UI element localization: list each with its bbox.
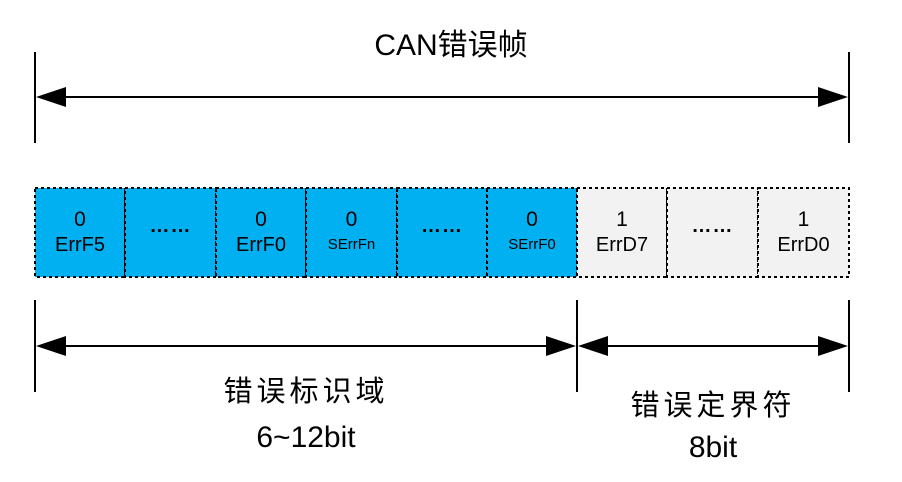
bit-cell-box bbox=[215, 187, 307, 278]
bit-value: 1 bbox=[616, 207, 628, 231]
bit-cell-box bbox=[486, 187, 578, 278]
identifier-field-bits: 6~12bit bbox=[256, 421, 356, 454]
ellipsis-text: …… bbox=[691, 215, 734, 237]
bit-cell-box bbox=[576, 187, 668, 278]
bit-name: ErrF5 bbox=[55, 233, 105, 256]
identifier-arrow-right-head bbox=[546, 336, 576, 356]
ellipsis-text: …… bbox=[149, 215, 192, 237]
identifier-field-label: 错误标识域 bbox=[223, 374, 389, 408]
bit-cell-box bbox=[34, 187, 126, 278]
frame-arrow-left-head bbox=[36, 87, 66, 107]
bit-name: SErrF0 bbox=[508, 235, 556, 253]
delimiter-arrow-left-head bbox=[578, 336, 608, 356]
identifier-arrow-left-head bbox=[36, 336, 66, 356]
delimiter-field-bits: 8bit bbox=[688, 431, 738, 464]
bit-cell-ellipsis: …… bbox=[397, 188, 487, 277]
delimiter-field-label: 错误定界符 bbox=[630, 388, 796, 422]
bit-cell-box bbox=[757, 187, 850, 278]
ellipsis-text: …… bbox=[421, 215, 463, 237]
bit-value: 0 bbox=[345, 207, 358, 231]
bit-name: ErrD0 bbox=[777, 233, 830, 256]
bit-value: 1 bbox=[797, 207, 810, 231]
bit-cell-box bbox=[666, 187, 759, 278]
bit-value: 0 bbox=[526, 207, 538, 231]
bit-cell-ellipsis: …… bbox=[125, 188, 216, 277]
bit-cell-ellipsis: …… bbox=[667, 188, 758, 277]
bit-name: SErrFn bbox=[327, 235, 376, 253]
bit-value: 0 bbox=[74, 207, 86, 231]
bit-cell-box bbox=[305, 187, 398, 278]
bit-name: ErrD7 bbox=[595, 233, 649, 256]
frame-arrow-right-head bbox=[818, 87, 848, 107]
diagram-title: CAN错误帧 bbox=[374, 29, 528, 62]
bit-cell-box bbox=[124, 187, 217, 278]
bit-value: 0 bbox=[255, 207, 267, 231]
bit-name: ErrF0 bbox=[236, 233, 286, 256]
delimiter-arrow-right-head bbox=[818, 336, 848, 356]
